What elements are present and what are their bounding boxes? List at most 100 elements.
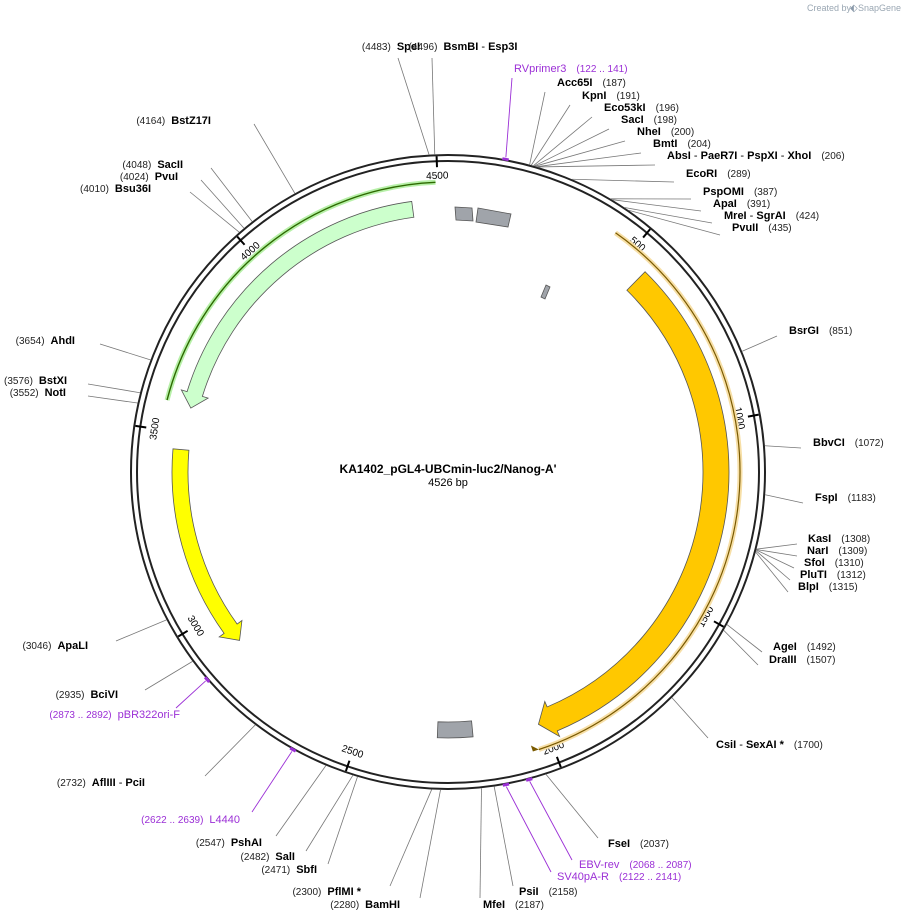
- site-label[interactable]: Acc65I(187): [557, 77, 626, 89]
- site-label[interactable]: NheI(200): [637, 126, 694, 138]
- site-bsu36i[interactable]: (4010)Bsu36I: [80, 183, 151, 195]
- site-label[interactable]: SfoI(1310): [804, 557, 864, 569]
- site-mfei[interactable]: MfeI(2187): [483, 899, 544, 911]
- site-csii-sexai[interactable]: CsiI - SexAI *(1700): [716, 739, 823, 751]
- site-bstxi[interactable]: (3576)BstXI: [4, 375, 67, 387]
- site-label[interactable]: FseI(2037): [608, 838, 669, 850]
- site-label[interactable]: PvuII(435): [732, 222, 792, 234]
- primer-ebv-rev[interactable]: EBV-rev(2068 .. 2087): [525, 777, 692, 871]
- site-label[interactable]: PluTI(1312): [800, 569, 866, 581]
- site-label[interactable]: EcoRI(289): [686, 168, 751, 180]
- site-mrei-sgrai[interactable]: MreI - SgrAI(424): [724, 210, 819, 222]
- site-sali[interactable]: (2482)SalI: [241, 851, 295, 863]
- feature-ori[interactable]: [171, 448, 243, 641]
- site-pflmi[interactable]: (2300)PflMI *: [292, 886, 361, 898]
- feature-ampr[interactable]: [180, 200, 415, 409]
- site-label[interactable]: AbsI - PaeR7I - PspXI - XhoI(206): [667, 150, 845, 162]
- feature-arrow[interactable]: [180, 200, 415, 409]
- site-label[interactable]: (2935)BciVI: [56, 689, 118, 701]
- site-fsei[interactable]: FseI(2037): [608, 838, 669, 850]
- primer-label[interactable]: RVprimer3(122 .. 141): [514, 63, 628, 75]
- site-label[interactable]: (4164)BstZ17I: [136, 115, 211, 127]
- site-apai[interactable]: ApaI(391): [713, 198, 770, 210]
- feature-kozak-sequence-block[interactable]: [540, 284, 551, 300]
- site-draiii[interactable]: DraIII(1507): [769, 654, 835, 666]
- site-label[interactable]: Eco53kI(196): [604, 102, 679, 114]
- primer-label[interactable]: SV40pA-R(2122 .. 2141): [557, 871, 681, 883]
- feature-block[interactable]: [540, 284, 551, 300]
- site-psii[interactable]: PsiI(2158): [519, 886, 577, 898]
- site-afliii-pcii[interactable]: (2732)AflIII - PciI: [57, 777, 145, 789]
- site-label[interactable]: (4483)SpeI: [362, 41, 420, 53]
- feature-arrow[interactable]: [537, 271, 730, 738]
- primer-label[interactable]: (2873 .. 2892)pBR322ori-F: [49, 709, 180, 721]
- site-ahdi[interactable]: (3654)AhdI: [16, 335, 75, 347]
- site-label[interactable]: (2547)PshAI: [196, 837, 262, 849]
- site-label[interactable]: (2280)BamHI: [330, 899, 400, 911]
- site-pluti[interactable]: PluTI(1312): [800, 569, 866, 581]
- site-sfoi[interactable]: SfoI(1310): [804, 557, 864, 569]
- site-absi-paer7i-pspxi-xhoi[interactable]: AbsI - PaeR7I - PspXI - XhoI(206): [667, 150, 845, 162]
- feature-sv40-poly-a-signal[interactable]: [436, 720, 474, 739]
- site-saci[interactable]: SacI(198): [621, 114, 677, 126]
- site-pshai[interactable]: (2547)PshAI: [196, 837, 262, 849]
- site-label[interactable]: KasI(1308): [808, 533, 870, 545]
- site-label[interactable]: PsiI(2158): [519, 886, 577, 898]
- site-bbvci[interactable]: BbvCI(1072): [813, 437, 884, 449]
- site-bstz17i[interactable]: (4164)BstZ17I: [136, 115, 211, 127]
- site-label[interactable]: BsrGI(851): [789, 325, 852, 337]
- site-kpni[interactable]: KpnI(191): [582, 90, 640, 102]
- site-label[interactable]: (2471)SbfI: [261, 864, 317, 876]
- site-label[interactable]: CsiI - SexAI *(1700): [716, 739, 823, 751]
- site-kasi[interactable]: KasI(1308): [808, 533, 870, 545]
- feature-block[interactable]: [475, 207, 512, 228]
- site-label[interactable]: MfeI(2187): [483, 899, 544, 911]
- site-bsmbi-esp3i[interactable]: (4496)BsmBI - Esp3I: [409, 41, 518, 53]
- site-label[interactable]: BbvCI(1072): [813, 437, 884, 449]
- primer-label[interactable]: (2622 .. 2639)L4440: [141, 814, 240, 826]
- primer-label[interactable]: EBV-rev(2068 .. 2087): [579, 859, 692, 871]
- site-bamhi[interactable]: (2280)BamHI: [330, 899, 400, 911]
- site-bsrgi[interactable]: BsrGI(851): [789, 325, 852, 337]
- site-label[interactable]: (4010)Bsu36I: [80, 183, 151, 195]
- site-pspomi[interactable]: PspOMI(387): [703, 186, 777, 198]
- feature-block[interactable]: [454, 206, 474, 222]
- site-label[interactable]: ApaI(391): [713, 198, 770, 210]
- feature-luciferase[interactable]: [537, 271, 730, 738]
- site-label[interactable]: (2300)PflMI *: [292, 886, 361, 898]
- site-bcivi[interactable]: (2935)BciVI: [56, 689, 118, 701]
- site-label[interactable]: (2732)AflIII - PciI: [57, 777, 145, 789]
- site-label[interactable]: BlpI(1315): [798, 581, 858, 593]
- site-noti[interactable]: (3552)NotI: [10, 387, 66, 399]
- site-bmti[interactable]: BmtI(204): [653, 138, 711, 150]
- site-label[interactable]: (3654)AhdI: [16, 335, 75, 347]
- site-nhei[interactable]: NheI(200): [637, 126, 694, 138]
- site-eco53ki[interactable]: Eco53kI(196): [604, 102, 679, 114]
- site-label[interactable]: SacI(198): [621, 114, 677, 126]
- site-apali[interactable]: (3046)ApaLI: [23, 640, 88, 652]
- site-label[interactable]: (3552)NotI: [10, 387, 66, 399]
- feature-block[interactable]: [436, 720, 474, 739]
- site-label[interactable]: MreI - SgrAI(424): [724, 210, 819, 222]
- site-label[interactable]: NarI(1309): [807, 545, 867, 557]
- site-acc65i[interactable]: Acc65I(187): [557, 77, 626, 89]
- site-sacii[interactable]: (4048)SacII: [122, 159, 183, 171]
- site-label[interactable]: (4048)SacII: [122, 159, 183, 171]
- site-label[interactable]: BmtI(204): [653, 138, 711, 150]
- site-label[interactable]: DraIII(1507): [769, 654, 835, 666]
- site-agei[interactable]: AgeI(1492): [773, 641, 836, 653]
- site-label[interactable]: (3576)BstXI: [4, 375, 67, 387]
- site-label[interactable]: (3046)ApaLI: [23, 640, 88, 652]
- site-label[interactable]: (2482)SalI: [241, 851, 295, 863]
- primer-rvprimer3[interactable]: RVprimer3(122 .. 141): [502, 63, 628, 162]
- site-spei[interactable]: (4483)SpeI: [362, 41, 420, 53]
- site-blpi[interactable]: BlpI(1315): [798, 581, 858, 593]
- site-pvui[interactable]: (4024)PvuI: [120, 171, 178, 183]
- primer-pbr322ori-f[interactable]: (2873 .. 2892)pBR322ori-F: [49, 676, 211, 721]
- site-sbfi[interactable]: (2471)SbfI: [261, 864, 317, 876]
- primer-l4440[interactable]: (2622 .. 2639)L4440: [141, 746, 297, 826]
- site-label[interactable]: KpnI(191): [582, 90, 640, 102]
- site-label[interactable]: (4024)PvuI: [120, 171, 178, 183]
- feature-pause-site-block[interactable]: [475, 207, 512, 228]
- primer-sv40pa-r[interactable]: SV40pA-R(2122 .. 2141): [502, 782, 681, 883]
